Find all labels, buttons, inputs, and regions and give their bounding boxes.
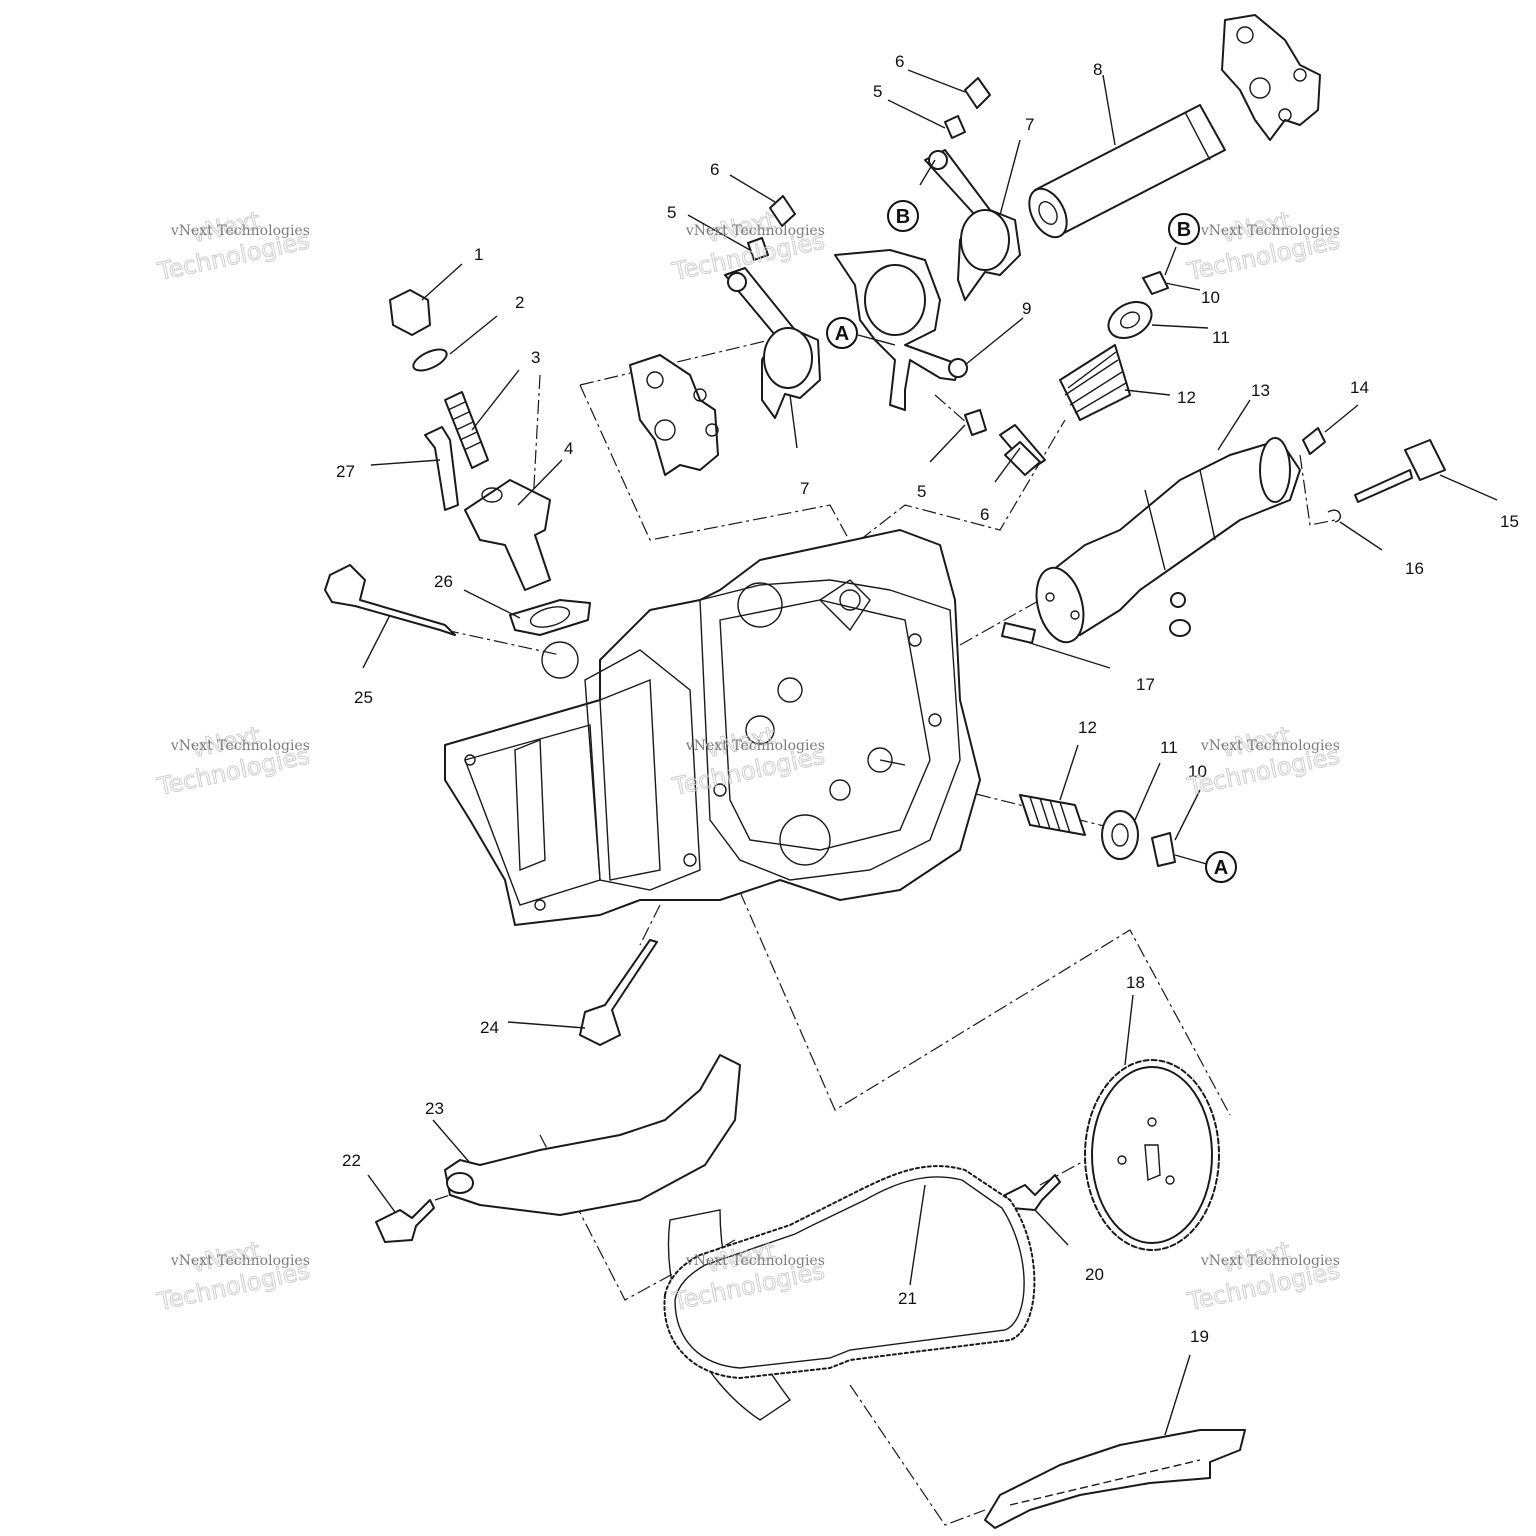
valve-keeper-lower (1151, 832, 1176, 867)
rocker-shaft (1028, 104, 1226, 239)
svg-text:B: B (896, 206, 910, 228)
callout-17: 17 (1136, 675, 1155, 694)
callout-5-a: 5 (873, 82, 882, 101)
callout-6-a: 6 (895, 52, 904, 71)
callout-21: 21 (898, 1289, 917, 1308)
tensioner-blade (984, 1429, 1246, 1529)
chain-guide (444, 1054, 741, 1216)
svg-text:B: B (1177, 219, 1191, 241)
watermark: vNext Technologies vNext Technologies (154, 1236, 313, 1317)
callout-15: 15 (1500, 512, 1519, 531)
watermark: vNext Technologies vNext Technologies (1184, 206, 1343, 287)
callout-11-a: 11 (1212, 328, 1230, 347)
watermark: vNext Technologies vNext Technologies (1184, 1236, 1343, 1317)
svg-text:A: A (835, 323, 849, 345)
valve-retainer-upper (1107, 300, 1153, 340)
cam-sprocket (1084, 1059, 1220, 1251)
rocker-support-block (629, 354, 719, 476)
valve-spring-lower (1019, 794, 1086, 836)
svg-text:A: A (1214, 857, 1228, 879)
watermark: vNext Technologies vNext Technologies (154, 721, 313, 802)
sealing-washer (412, 348, 448, 372)
rocker-support-block-upper (1221, 14, 1321, 141)
callout-22: 22 (342, 1151, 361, 1170)
chain-tensioner (464, 479, 551, 591)
letter-markers: A A B B (826, 200, 1237, 883)
callout-1: 1 (474, 245, 483, 264)
callout-12-a: 12 (1177, 388, 1196, 407)
callout-18: 18 (1126, 973, 1145, 992)
marker-a-upper: A (826, 317, 858, 349)
callout-24: 24 (480, 1018, 499, 1037)
watermark: vNext Technologies vNext Technologies (154, 206, 313, 287)
callout-10-a: 10 (1201, 288, 1220, 307)
svg-text:vNext Technologies: vNext Technologies (170, 223, 310, 239)
callout-13: 13 (1251, 381, 1270, 400)
svg-text:vNext Technologies: vNext Technologies (1200, 1253, 1340, 1269)
callout-9: 9 (1022, 299, 1031, 318)
callout-5-c: 5 (917, 482, 926, 501)
svg-text:vNext Technologies: vNext Technologies (1200, 738, 1340, 754)
pins-and-clips (1302, 427, 1446, 523)
callout-27: 27 (336, 462, 355, 481)
camshaft (1035, 437, 1301, 644)
marker-b-right: B (1168, 213, 1200, 245)
rocker-arm-center (834, 249, 968, 411)
cam-chain (663, 1165, 1036, 1379)
marker-a-lower: A (1205, 851, 1237, 883)
svg-text:vNext Technologies: vNext Technologies (685, 223, 825, 239)
callout-7-b: 7 (800, 479, 809, 498)
marker-b-left: B (887, 200, 919, 232)
tensioner-bolt (389, 289, 431, 336)
valve-keeper-upper (1142, 271, 1169, 295)
cylinder-head (444, 529, 981, 926)
callout-20: 20 (1085, 1265, 1104, 1284)
callout-16: 16 (1405, 559, 1424, 578)
callout-2: 2 (515, 293, 524, 312)
watermark: vNext Technologies vNext Technologies (1184, 721, 1343, 802)
adjust-screws-and-nuts (747, 77, 1046, 644)
callout-3: 3 (531, 348, 540, 367)
callout-4: 4 (564, 439, 573, 458)
exhaust-valve (324, 564, 456, 636)
tensioner-plug-bolt (424, 426, 459, 511)
tensioner-spring (444, 391, 489, 469)
callout-12-b: 12 (1078, 718, 1097, 737)
callout-8: 8 (1093, 60, 1102, 79)
svg-text:vNext Technologies: vNext Technologies (685, 1253, 825, 1269)
svg-text:vNext Technologies: vNext Technologies (170, 1253, 310, 1269)
svg-text:vNext Technologies: vNext Technologies (170, 738, 310, 754)
guide-bolt (375, 1199, 435, 1243)
callout-numbers: 1 2 3 4 5 5 5 6 6 6 7 7 8 9 10 10 11 11 … (336, 52, 1519, 1346)
callout-26: 26 (434, 572, 453, 591)
rocker-arm-left (724, 267, 821, 419)
callout-14: 14 (1350, 378, 1369, 397)
callout-6-b: 6 (710, 160, 719, 179)
svg-text:vNext Technologies: vNext Technologies (685, 738, 825, 754)
callout-25: 25 (354, 688, 373, 707)
callout-7-a: 7 (1025, 115, 1034, 134)
svg-text:vNext Technologies: vNext Technologies (1200, 223, 1340, 239)
callout-6-c: 6 (980, 505, 989, 524)
rocker-arm-right (924, 149, 1021, 301)
sprocket-bolt (1004, 1174, 1061, 1211)
intake-valve (579, 939, 658, 1046)
valve-spring-upper (1059, 344, 1131, 421)
callout-19: 19 (1190, 1327, 1209, 1346)
callout-5-b: 5 (667, 203, 676, 222)
callout-23: 23 (425, 1099, 444, 1118)
valve-retainer-lower (1101, 810, 1139, 860)
callout-11-b: 11 (1160, 738, 1178, 757)
tensioner-gasket (509, 599, 591, 636)
callout-10-b: 10 (1188, 762, 1207, 781)
leader-lines (362, 69, 1498, 1436)
